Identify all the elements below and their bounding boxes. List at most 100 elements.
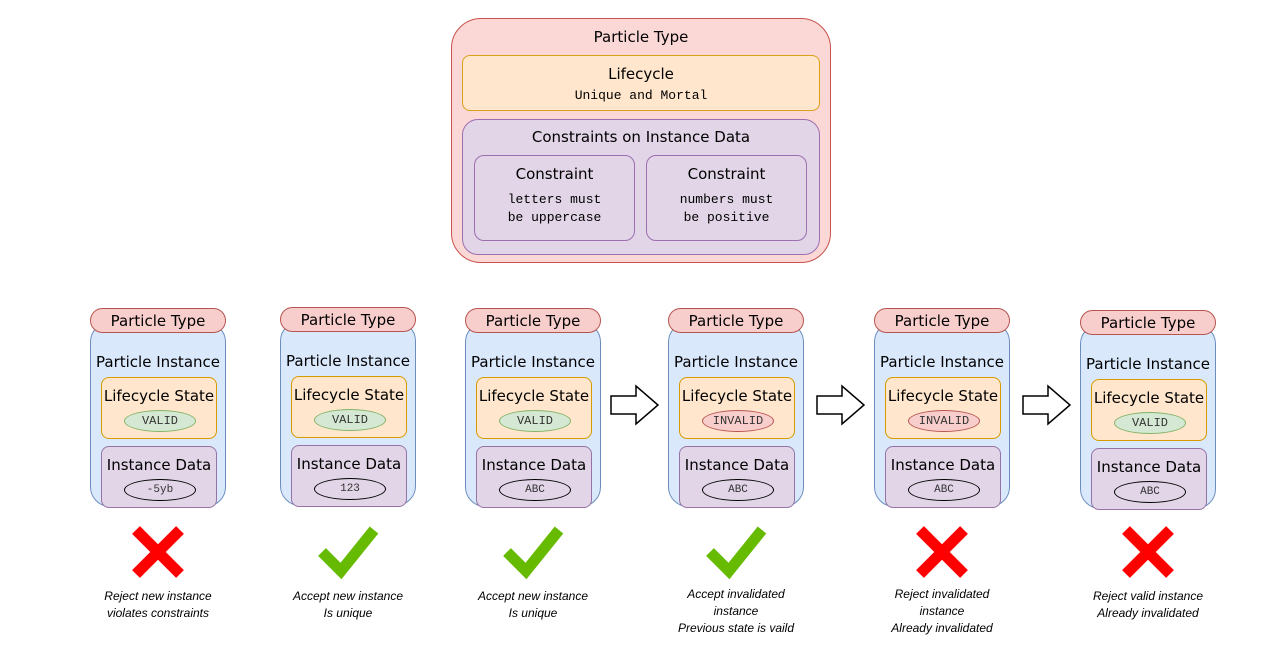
lifecycle-title: Lifecycle (608, 65, 674, 83)
instance-title: Particle Instance (286, 352, 410, 370)
caption-line: Reject new instance (104, 589, 212, 603)
lifecycle-box: Lifecycle Unique and Mortal (462, 55, 820, 111)
constraint-text: be positive (683, 210, 770, 225)
caption-line: Already invalidated (1097, 606, 1199, 620)
instance-data-title: Instance Data (1096, 458, 1202, 476)
particle-type-header: Particle Type (1080, 310, 1216, 335)
state-badge: VALID (499, 410, 571, 432)
state-badge: VALID (1114, 412, 1186, 434)
instance-data-value: ABC (908, 479, 980, 501)
particle-type-header: Particle Type (90, 308, 226, 333)
arrow-right-icon (1022, 384, 1072, 426)
instance-data-value: -5yb (124, 479, 196, 501)
state-badge: INVALID (908, 410, 980, 432)
constraint-text: be uppercase (507, 210, 602, 225)
cross-icon (1116, 524, 1180, 580)
caption-line: Accept new instance (292, 589, 404, 603)
instance-data-box: Instance Data -5yb (101, 446, 217, 508)
particle-type-header: Particle Type (874, 308, 1010, 333)
cross-icon (910, 524, 974, 580)
particle-type-definition: Particle Type Lifecycle Unique and Morta… (451, 18, 831, 263)
checkmark-icon (501, 524, 565, 580)
verdict-caption: Accept new instance Is unique (248, 588, 448, 622)
lifecycle-state-title: Lifecycle State (681, 387, 793, 405)
state-badge: INVALID (702, 410, 774, 432)
instance-data-title: Instance Data (684, 456, 790, 474)
constraints-box: Constraints on Instance Data Constraint … (462, 119, 820, 255)
arrow-right-icon (610, 384, 660, 426)
checkmark-icon (316, 524, 380, 580)
caption-line: violates constraints (106, 606, 210, 620)
caption-line: Is unique (323, 606, 373, 620)
arrow-right-icon (816, 384, 866, 426)
state-badge: VALID (124, 410, 196, 432)
constraint-text: letters must (507, 192, 602, 207)
constraint-box: Constraint letters must be uppercase (474, 155, 635, 241)
instance-data-title: Instance Data (106, 456, 212, 474)
particle-type-header: Particle Type (465, 308, 601, 333)
instance-data-value: ABC (499, 479, 571, 501)
instance-data-value: ABC (702, 479, 774, 501)
instance-data-box: Instance Data 123 (291, 445, 407, 507)
lifecycle-state-title: Lifecycle State (293, 386, 405, 404)
constraint-title: Constraint (515, 165, 594, 183)
constraint-title: Constraint (687, 165, 766, 183)
caption-line: Accept invalidated (687, 587, 785, 601)
instance-title: Particle Instance (880, 353, 1004, 371)
instance-title: Particle Instance (1086, 355, 1210, 373)
instance-title: Particle Instance (674, 353, 798, 371)
lifecycle-state-title: Lifecycle State (103, 387, 215, 405)
constraints-title: Constraints on Instance Data (531, 128, 751, 146)
caption-line: Reject valid instance (1092, 589, 1204, 603)
caption-line: Accept new instance (477, 589, 589, 603)
lifecycle-state-title: Lifecycle State (478, 387, 590, 405)
caption-line: Previous state is vaild (677, 621, 795, 635)
lifecycle-value: Unique and Mortal (574, 88, 708, 103)
instance-data-value: 123 (314, 478, 386, 500)
type-title: Particle Type (593, 28, 689, 46)
verdict-caption: Reject new instance violates constraints (58, 588, 258, 622)
instance-title: Particle Instance (96, 353, 220, 371)
caption-line: Already invalidated (891, 621, 993, 635)
particle-type-header: Particle Type (668, 308, 804, 333)
cross-icon (126, 524, 190, 580)
lifecycle-state-title: Lifecycle State (1093, 389, 1205, 407)
caption-line: Is unique (508, 606, 558, 620)
instance-data-value: ABC (1114, 481, 1186, 503)
instance-data-title: Instance Data (890, 456, 996, 474)
checkmark-icon (704, 524, 768, 580)
instance-data-title: Instance Data (296, 455, 402, 473)
instance-data-title: Instance Data (481, 456, 587, 474)
particle-type-header: Particle Type (280, 307, 416, 332)
caption-line: instance (713, 604, 759, 618)
lifecycle-state-title: Lifecycle State (887, 387, 999, 405)
state-badge: VALID (314, 409, 386, 431)
constraint-box: Constraint numbers must be positive (646, 155, 807, 241)
caption-line: Reject invalidated (894, 587, 990, 601)
